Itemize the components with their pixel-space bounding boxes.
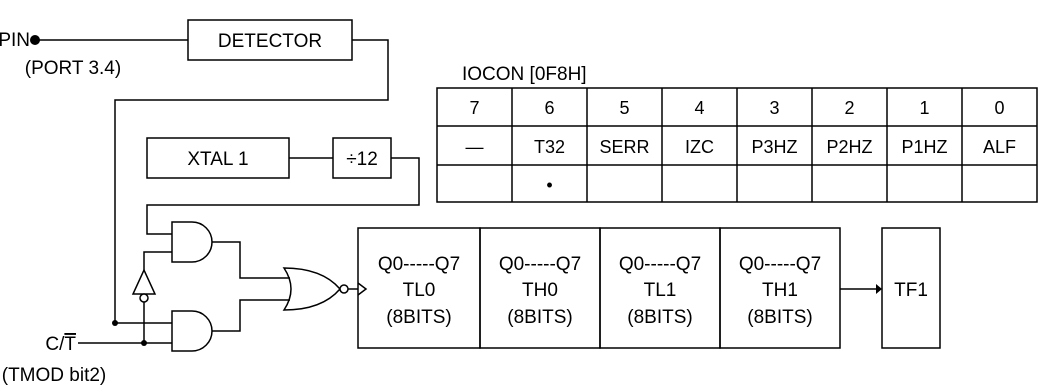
iocon-bit-name-0: — bbox=[466, 137, 484, 157]
iocon-bit-number-3: 4 bbox=[694, 98, 704, 118]
divider-label: ÷12 bbox=[346, 149, 378, 170]
counter-width-2: (8BITS) bbox=[627, 307, 692, 328]
tf1-box bbox=[881, 227, 941, 349]
iocon-bit-name-4: P3HZ bbox=[751, 137, 797, 157]
upper-and-output-wire bbox=[212, 241, 290, 279]
iocon-bit-number-1: 6 bbox=[544, 98, 554, 118]
counter-name-0: TL0 bbox=[403, 280, 436, 301]
lower-and-output-wire bbox=[212, 299, 290, 332]
iocon-bit-number-5: 2 bbox=[844, 98, 854, 118]
clock-input-triangle bbox=[357, 282, 368, 296]
junction-dot-ct bbox=[141, 340, 147, 346]
iocon-bit-number-4: 3 bbox=[769, 98, 779, 118]
t0-pin-label: T0 PIN bbox=[0, 30, 30, 51]
counter-name-2: TL1 bbox=[644, 280, 677, 301]
iocon-bit-number-0: 7 bbox=[469, 98, 479, 118]
iocon-bit-name-2: SERR bbox=[599, 137, 649, 157]
counter-range-2: Q0-----Q7 bbox=[619, 254, 701, 275]
counter-range-1: Q0-----Q7 bbox=[499, 254, 581, 275]
ct-label: C/T bbox=[45, 334, 76, 355]
t0-pin-dot bbox=[30, 35, 40, 45]
counter-width-0: (8BITS) bbox=[386, 307, 451, 328]
inverter-triangle bbox=[131, 268, 157, 295]
iocon-bit-mark-1: • bbox=[546, 175, 552, 195]
inverter-bubble bbox=[139, 293, 149, 303]
divider-output-wire bbox=[146, 157, 420, 235]
iocon-bit-number-7: 0 bbox=[994, 98, 1004, 118]
ct-bar-label: T bbox=[64, 334, 76, 355]
counter-name-3: TH1 bbox=[762, 280, 798, 301]
junction-dot-detector bbox=[112, 320, 118, 326]
port-label: (PORT 3.4) bbox=[25, 58, 121, 79]
iocon-bit-number-6: 1 bbox=[919, 98, 929, 118]
counter-width-1: (8BITS) bbox=[507, 307, 572, 328]
nor-bubble bbox=[339, 284, 349, 294]
nor-gate bbox=[282, 267, 341, 311]
iocon-bit-name-3: IZC bbox=[685, 137, 714, 157]
iocon-bit-name-6: P1HZ bbox=[901, 137, 947, 157]
iocon-bit-name-5: P2HZ bbox=[826, 137, 872, 157]
counter-range-3: Q0-----Q7 bbox=[739, 254, 821, 275]
overflow-arrowhead bbox=[876, 284, 882, 294]
iocon-bit-number-2: 5 bbox=[619, 98, 629, 118]
and-gate-upper bbox=[171, 221, 213, 263]
xtal-label: XTAL 1 bbox=[187, 149, 248, 170]
inverter-output-wire bbox=[143, 251, 172, 270]
counter-name-1: TH0 bbox=[522, 280, 558, 301]
counter-box-th1 bbox=[719, 227, 841, 349]
iocon-bit-name-7: ALF bbox=[983, 137, 1016, 157]
detector-label: DETECTOR bbox=[218, 31, 322, 52]
counter-width-3: (8BITS) bbox=[747, 307, 812, 328]
tf1-label: TF1 bbox=[894, 280, 928, 301]
counter-range-0: Q0-----Q7 bbox=[378, 254, 460, 275]
iocon-title: IOCON [0F8H] bbox=[462, 64, 587, 85]
and-gate-lower bbox=[171, 310, 213, 352]
iocon-bit-name-1: T32 bbox=[534, 137, 565, 157]
tmod-label: (TMOD bit2) bbox=[2, 365, 107, 386]
detector-output-wire bbox=[114, 39, 389, 324]
